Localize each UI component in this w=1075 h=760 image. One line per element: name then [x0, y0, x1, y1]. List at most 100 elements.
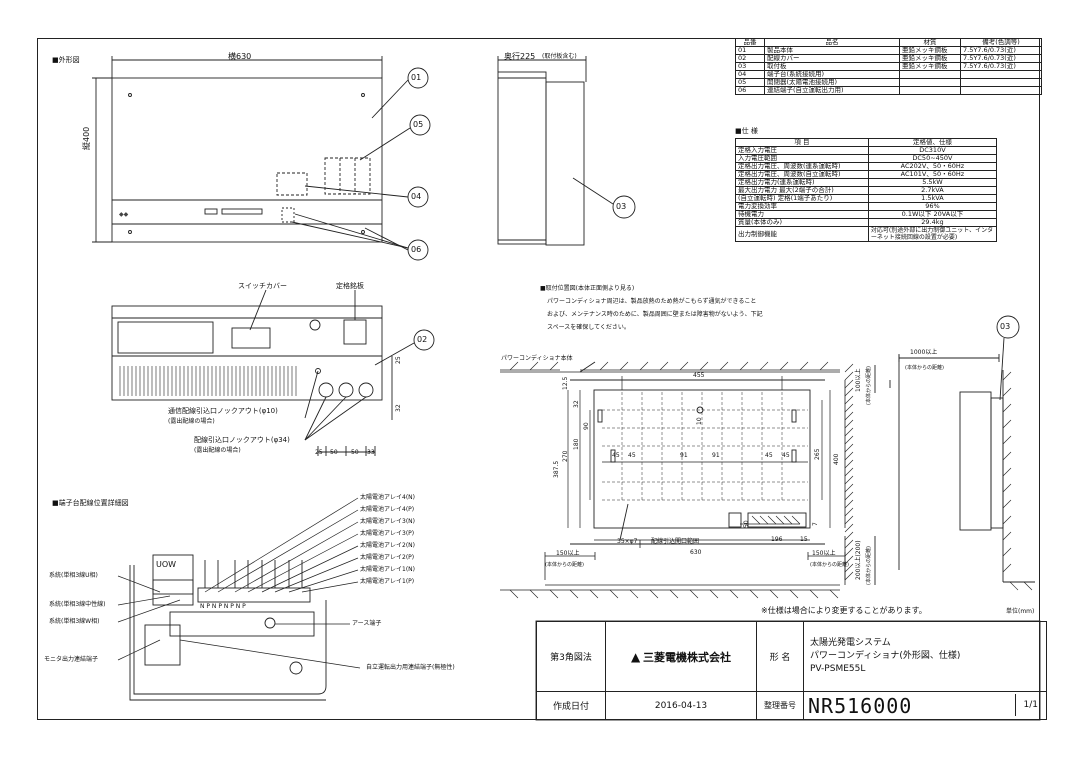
wire-knockout-sub: (露出配線の場合) — [194, 447, 241, 454]
projection-method: 第3角図法 — [536, 621, 606, 692]
outline-title: ■外形図 — [52, 56, 80, 64]
dim-mv-4: 270 — [562, 450, 569, 462]
dim-mb-3: 7 — [812, 522, 819, 526]
array-1p: 太陽電池アレイ1(P) — [360, 578, 415, 585]
creation-date: 2016-04-13 — [605, 691, 757, 720]
system-u: 系統(単相3線U相) — [49, 572, 98, 579]
switch-cover-label: スイッチカバー — [238, 282, 287, 290]
dim-mh-1: 45 — [628, 452, 636, 459]
dim-200: 200以上(200) — [855, 540, 862, 580]
spec-change-note: ※仕様は場合により変更することがあります。 — [761, 606, 927, 615]
dim-mb-1: 15 — [800, 536, 808, 543]
drawing-number: NR516000 — [808, 693, 913, 718]
wire-range-label: 配線引込開口範囲 — [651, 538, 700, 545]
table-row: 出力制御機能対応可(別途外部に出力制御ユニット、インターネット接続回線の設置が必… — [735, 226, 998, 242]
dim-200-sub: (本体からの距離) — [866, 546, 872, 585]
front-view-body — [111, 77, 383, 243]
dim-1000: 1000以上 — [910, 349, 938, 356]
dim-front-v-0: 25 — [395, 356, 402, 364]
dim-mh-5: 45 — [782, 452, 790, 459]
mount-title: ■取付位置図(本体正面側より見る) — [540, 285, 635, 292]
dim-100: 100以上 — [855, 368, 862, 392]
dim-bottom-1: 50 — [330, 449, 338, 456]
drawing-sheet — [37, 38, 1040, 720]
dim-bottom-2: 50 — [351, 449, 359, 456]
dim-mh-2: 91 — [680, 452, 688, 459]
dim-bottom-0: 25 — [315, 449, 323, 456]
dim-630: 630 — [690, 549, 702, 556]
comm-knockout-label: 通信配線引込口ノックアウト(φ10) — [168, 407, 278, 415]
dim-mv-5: 387.5 — [553, 460, 560, 478]
dim-455: 455 — [693, 372, 705, 379]
balloon-03-side: 03 — [616, 202, 627, 211]
dim-bottom-3: 33 — [367, 449, 375, 456]
dim-150-left: 150以上 — [556, 550, 580, 557]
model-name-2: パワーコンディショナ(外形図、仕様) — [810, 651, 961, 661]
dim-150-right-sub: (本体からの距離) — [810, 562, 849, 568]
dim-mv-3: 180 — [573, 438, 580, 450]
array-1n: 太陽電池アレイ1(N) — [360, 566, 415, 573]
array-2p: 太陽電池アレイ2(P) — [360, 554, 415, 561]
dim-mv-1: 32 — [573, 400, 580, 408]
dim-mv-2: 90 — [583, 422, 590, 430]
dim-height: 縦400 — [82, 126, 91, 150]
wire-knockout-label: 配線引込口ノックアウト(φ34) — [194, 436, 290, 444]
comm-knockout-sub: (露出配線の場合) — [168, 418, 215, 425]
title-block: 第3角図法 ▲ 三菱電機株式会社 形 名 太陽光発電システム パワーコンディショ… — [536, 621, 1047, 720]
dim-mb-0: 196 — [771, 536, 783, 543]
terminal-title: ■端子台配線位置詳細図 — [52, 499, 129, 507]
dim-mr-1: 400 — [833, 453, 840, 465]
unit-label: 単位(mm) — [1006, 608, 1035, 615]
table-row: 質量(本体のみ)29.4kg — [735, 218, 998, 227]
date-label: 作成日付 — [536, 691, 606, 720]
company-name: 三菱電機株式会社 — [643, 650, 732, 664]
number-label: 整理番号 — [756, 691, 804, 720]
dim-1000-sub: (本体からの距離) — [905, 365, 944, 371]
balloon-03-mount: 03 — [1000, 322, 1011, 331]
system-w: 系統(単相3線W相) — [49, 618, 100, 625]
balloon-06: 06 — [411, 245, 422, 254]
dim-mr-0: 265 — [814, 448, 821, 460]
array-4p: 太陽電池アレイ4(P) — [360, 506, 415, 513]
balloon-04: 04 — [411, 192, 422, 201]
brand-logo-icon: ◆◆ — [119, 211, 129, 218]
dim-mh-0: 45 — [612, 452, 620, 459]
model-name-3: PV-PSME55L — [810, 664, 866, 674]
array-4n: 太陽電池アレイ4(N) — [360, 494, 415, 501]
system-n: 系統(単相3線中性線) — [49, 601, 106, 608]
self-run-terminal: 自立運転出力用連結端子(無極性) — [366, 664, 455, 671]
dim-mv-0: 12.5 — [562, 376, 569, 390]
dim-100-sub: (本体からの距離) — [866, 366, 872, 405]
company-logo-icon: ▲ — [630, 649, 641, 664]
array-2n: 太陽電池アレイ2(N) — [360, 542, 415, 549]
npn-label: N P N P N P N P — [200, 603, 246, 610]
pcs-body-label: パワーコンディショナ本体 — [501, 355, 573, 362]
monitor-terminal: モニタ出力連結端子 — [44, 656, 99, 663]
dim-10: 10 — [696, 417, 703, 425]
mount-body — [593, 389, 811, 529]
mount-note-2: および、メンテナンス時のために、製品周囲に壁または障害物がないよう、下記 — [547, 311, 763, 318]
dim-front-v-1: 32 — [395, 404, 402, 412]
balloon-01: 01 — [411, 73, 422, 82]
spec-title: ■仕 様 — [735, 127, 758, 135]
array-3p: 太陽電池アレイ3(P) — [360, 530, 415, 537]
sheet-number: 1/1 — [1014, 693, 1046, 716]
dim-depth: 奥行225 — [504, 52, 536, 61]
dim-150-left-sub: (本体からの距離) — [545, 562, 584, 568]
array-3n: 太陽電池アレイ3(N) — [360, 518, 415, 525]
dim-mb-2: 50 — [743, 520, 750, 528]
dim-depth-note: (取付板含む) — [542, 53, 577, 60]
mount-note-1: パワーコンディショナ周辺は、製品放熱のため熱がこもらず通気ができること — [547, 298, 757, 305]
dim-mh-3: 91 — [712, 452, 720, 459]
hole-note: 35×φ7 — [617, 538, 638, 545]
dim-mh-4: 45 — [765, 452, 773, 459]
uow-label: UOW — [156, 560, 177, 569]
earth-terminal: アース端子 — [352, 620, 382, 627]
dim-width: 横630 — [228, 52, 252, 61]
model-name-1: 太陽光発電システム — [810, 638, 891, 648]
balloon-02: 02 — [417, 335, 428, 344]
rating-plate-label: 定格銘板 — [336, 282, 364, 290]
